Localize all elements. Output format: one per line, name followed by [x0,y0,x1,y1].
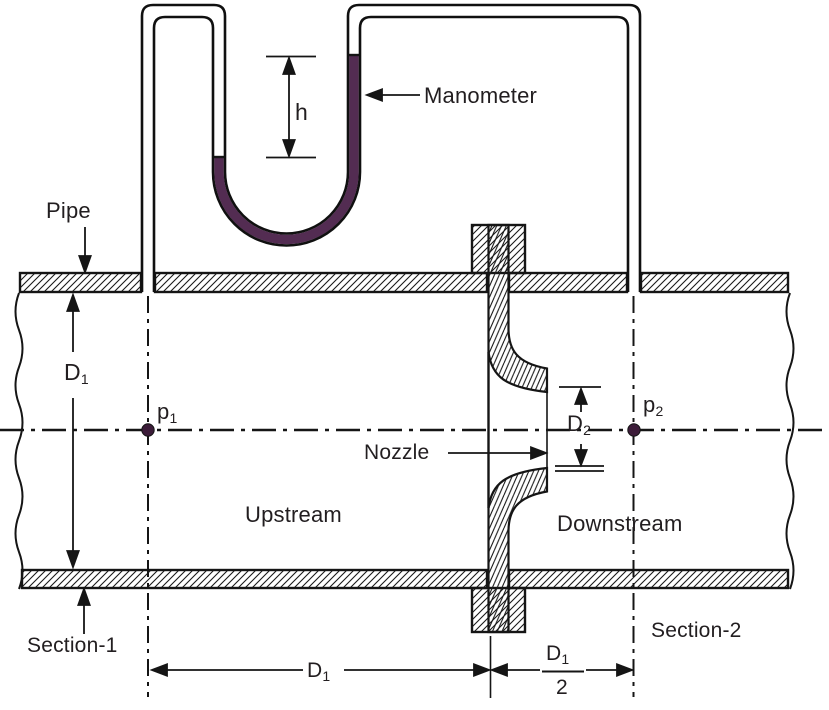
arrowhead-up [282,55,296,75]
label-section-1: Section-1 [27,634,118,657]
nozzle-lower-half [487,466,549,634]
pipe-bottom-wall-segment [507,568,790,590]
pipe-top-wall-segment [639,271,790,294]
arrowhead-left [149,662,168,678]
arrowhead-up [66,292,80,312]
label-downstream: Downstream [557,511,683,536]
arrowhead-up [77,586,91,606]
arrowhead-left [489,662,508,678]
label-d1-over-2-numerator: D1 [546,642,570,667]
label-h: h [295,99,308,125]
pressure-point-p1 [141,423,155,437]
pipe-top-wall-segment [507,271,629,294]
label-upstream: Upstream [245,502,342,527]
pipe-walls [18,223,790,634]
tube-outer-boundary [140,3,642,292]
arrowhead-down [78,255,92,275]
nozzle-upper-half [487,223,549,394]
arrowhead-left [364,87,383,103]
arrowhead-right [616,662,635,678]
label-d1-bottom: D1 [307,659,331,684]
arrowhead-down [66,550,80,570]
pipe-top-wall-segment [18,271,143,294]
nozzle-body [487,223,549,634]
label-pipe: Pipe [46,198,91,223]
dimension-graphics [66,55,635,698]
label-p2: p2 [643,392,664,419]
arrowhead-up [573,386,589,405]
pipe-bottom-wall-segment [20,568,489,590]
arrowhead-down [282,139,296,159]
arrowhead-right [530,445,549,461]
label-p1: p1 [157,399,178,426]
label-manometer: Manometer [424,83,538,108]
manometer-fluid [214,55,359,245]
pipe-top-wall-segment [153,271,489,294]
label-section-2: Section-2 [651,619,742,642]
label-nozzle: Nozzle [364,441,430,464]
manometer-tubing [140,3,642,292]
label-d1-over-2-denominator: 2 [556,676,568,699]
pressure-point-p2 [627,423,641,437]
pipe-break-right [785,292,795,590]
label-d1-left: D1 [64,359,89,387]
label-d2: D2 [567,411,592,438]
arrowhead-right [473,662,492,678]
pipe-break-left [14,292,24,590]
tube-inner-boundary [152,15,630,292]
arrowhead-down [573,449,589,468]
